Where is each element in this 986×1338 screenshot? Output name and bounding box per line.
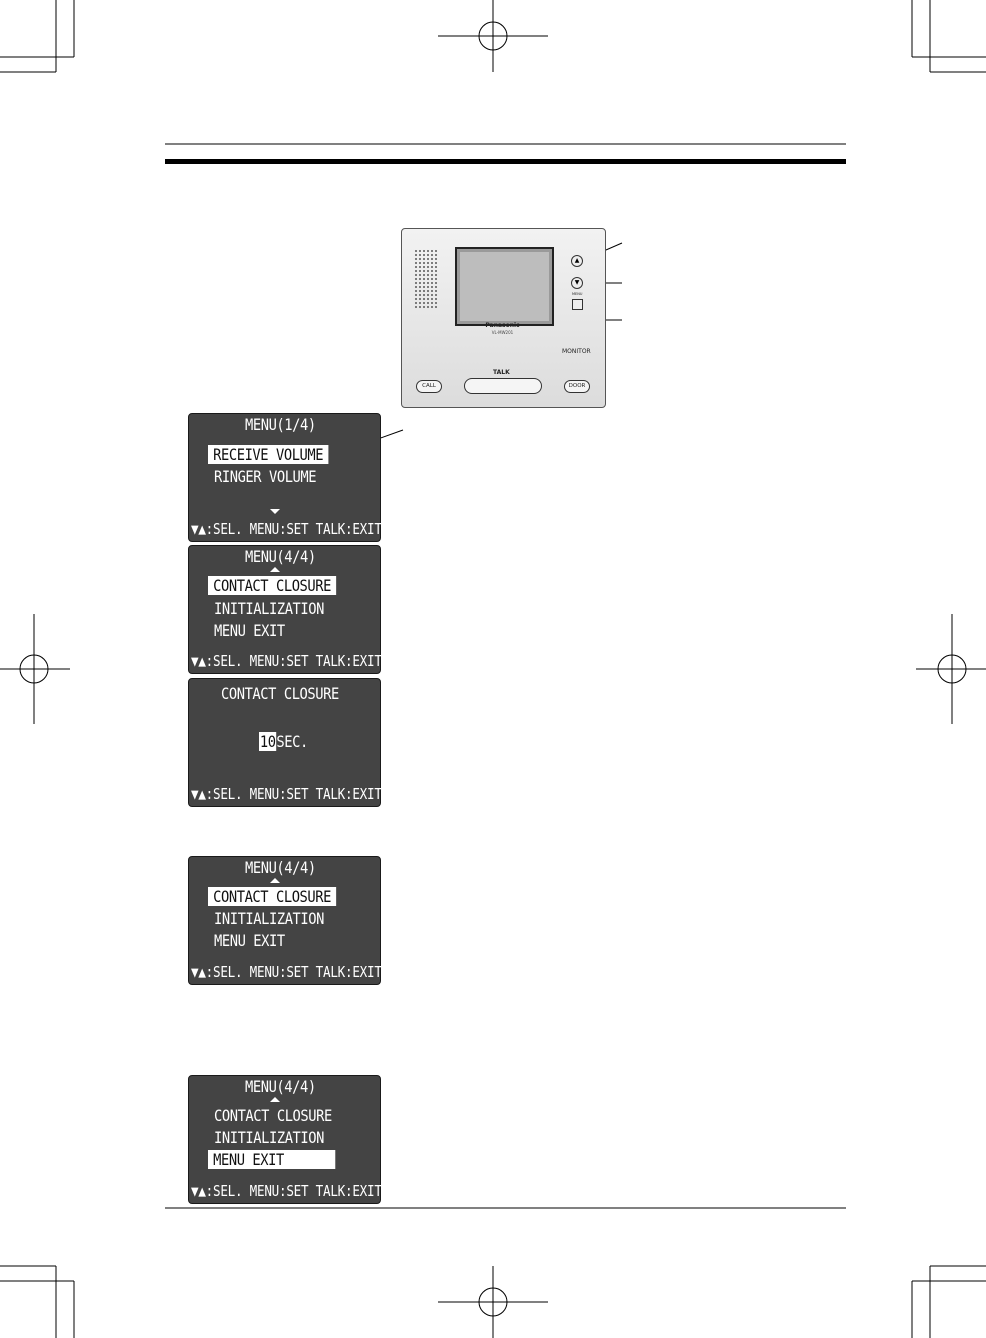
lcd-footer: ▼▲:SEL. MENU:SET TALK:EXIT: [191, 963, 382, 981]
speaker-grille: [414, 249, 438, 309]
scroll-up-indicator: [270, 567, 280, 572]
intercom-monitor-illustration: Panasonic VL-MW201 ▲ ▼ MENU MONITOR TALK…: [401, 228, 606, 408]
talk-button[interactable]: [464, 378, 542, 394]
lcd-title: MENU(1/4): [245, 415, 316, 434]
lcd-menu-item: RINGER VOLUME: [214, 467, 317, 486]
lcd-footer: ▼▲:SEL. MENU:SET TALK:EXIT: [191, 1182, 382, 1200]
lcd-menu-item-selected: MENU EXIT: [208, 1150, 336, 1170]
lcd-title: MENU(4/4): [245, 858, 316, 877]
door-button[interactable]: DOOR: [564, 380, 590, 393]
lcd-footer: ▼▲:SEL. MENU:SET TALK:EXIT: [191, 652, 382, 670]
lcd-title: CONTACT CLOSURE: [221, 684, 339, 703]
device-brand: Panasonic: [485, 322, 520, 329]
lower-control-panel: MONITOR TALK CALL DOOR: [402, 336, 604, 406]
talk-label: TALK: [493, 369, 510, 376]
monitor-label: MONITOR: [562, 348, 591, 355]
lcd-menu-item-selected: CONTACT CLOSURE: [208, 576, 337, 596]
lcd-menu-item: CONTACT CLOSURE: [214, 1106, 332, 1125]
scroll-up-indicator: [270, 878, 280, 883]
up-arrow-button[interactable]: ▲: [571, 255, 583, 267]
device-screen: [455, 247, 554, 326]
lcd-title: MENU(4/4): [245, 547, 316, 566]
lcd-screen-menu-4: MENU(4/4) CONTACT CLOSURE INITIALIZATION…: [188, 545, 382, 674]
lcd-unit: SEC.: [276, 732, 308, 751]
lcd-footer: ▼▲:SEL. MENU:SET TALK:EXIT: [191, 520, 382, 538]
lcd-menu-item-selected: CONTACT CLOSURE: [208, 887, 337, 907]
down-arrow-button[interactable]: ▼: [571, 277, 583, 289]
lcd-menu-item: INITIALIZATION: [214, 909, 324, 928]
lcd-menu-item: MENU EXIT: [214, 621, 285, 640]
lcd-menu-item-selected: RECEIVE VOLUME: [208, 445, 329, 465]
lcd-menu-item: INITIALIZATION: [214, 1128, 324, 1147]
device-model: VL-MW201: [491, 330, 514, 335]
lcd-screen-menu-1: MENU(1/4) RECEIVE VOLUME RINGER VOLUME ▼…: [188, 413, 382, 542]
lcd-value-row: 10SEC.: [259, 732, 308, 752]
lcd-menu-item: MENU EXIT: [214, 931, 285, 950]
lcd-screen-menu-4-exit: MENU(4/4) CONTACT CLOSURE INITIALIZATION…: [188, 1075, 382, 1204]
menu-button[interactable]: [572, 299, 583, 310]
lcd-menu-item: INITIALIZATION: [214, 599, 324, 618]
lcd-footer: ▼▲:SEL. MENU:SET TALK:EXIT: [191, 785, 382, 803]
scroll-up-indicator: [270, 1097, 280, 1102]
lcd-title: MENU(4/4): [245, 1077, 316, 1096]
menu-label: MENU: [572, 292, 583, 296]
scroll-down-indicator: [270, 509, 280, 514]
lcd-screen-menu-4: MENU(4/4) CONTACT CLOSURE INITIALIZATION…: [188, 856, 382, 985]
lcd-value: 10: [259, 732, 277, 751]
call-button[interactable]: CALL: [416, 380, 442, 393]
lcd-screen-contact-closure: CONTACT CLOSURE 10SEC. ▼▲:SEL. MENU:SET …: [188, 678, 382, 807]
